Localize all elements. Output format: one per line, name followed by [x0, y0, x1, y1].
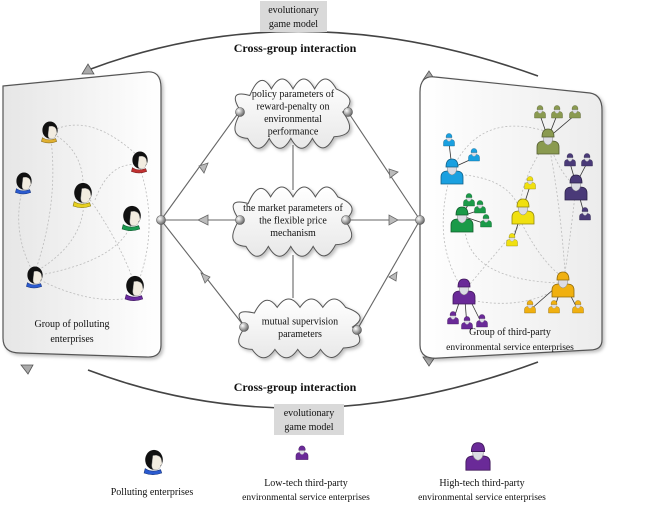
low-tech-enterprise-icon	[476, 314, 488, 328]
low-tech-enterprise-icon	[548, 300, 560, 314]
low-tech-enterprise-icon	[534, 105, 546, 119]
cluster-green	[450, 193, 492, 233]
cluster-orange	[524, 271, 584, 314]
low-tech-enterprise-icon	[506, 233, 518, 247]
legend-item-high-tech: High-tech third-party environmental serv…	[418, 442, 546, 503]
high-tech-enterprise-icon	[465, 442, 491, 471]
high-tech-enterprise-icon	[452, 278, 476, 305]
right-group-panel	[419, 76, 603, 359]
polluting-enterprise-icon	[124, 275, 144, 301]
node-policy-left	[235, 107, 245, 117]
node-market-right	[341, 215, 351, 225]
high-tech-enterprise-icon	[564, 174, 588, 201]
left-group-label-line1: Group of polluting	[35, 319, 110, 330]
connection-nodes	[156, 107, 425, 335]
polluting-enterprise-icon	[72, 182, 92, 208]
high-tech-enterprise-icon	[450, 206, 474, 233]
cluster-olive	[534, 105, 581, 155]
high-tech-legend-glyph	[465, 442, 491, 471]
cloud-market-line-1: the market parameters of	[243, 203, 343, 214]
cloud-policy-line-4: performance	[268, 126, 319, 137]
high-tech-enterprise-icon	[551, 271, 575, 298]
polluting-enterprise-icon	[41, 121, 58, 144]
cloud-market-line-2: the flexible price	[259, 216, 327, 227]
low-tech-enterprise-icon	[474, 200, 486, 214]
node-left-hub	[156, 215, 166, 225]
cloud-market-line-3: mechanism	[270, 228, 316, 239]
low-tech-enterprise-icon	[468, 148, 480, 162]
node-right-hub	[415, 215, 425, 225]
cluster-purple	[447, 278, 488, 330]
bottom-model-line2: game model	[284, 422, 333, 433]
top-model-line1: evolutionary	[268, 5, 319, 16]
low-tech-enterprise-icon	[572, 300, 584, 314]
legend-label-low-tech-line2: environmental service enterprises	[242, 493, 370, 503]
left-group-label-line2: enterprises	[50, 334, 93, 345]
low-tech-enterprise-icon	[443, 133, 455, 147]
low-tech-enterprise-icon	[461, 316, 473, 330]
polluting-enterprise-icon	[15, 172, 32, 195]
polluting-enterprise-icon	[26, 266, 43, 289]
node-policy-right	[343, 107, 353, 117]
connector-arrowheads	[197, 162, 399, 284]
low-tech-enterprise-icon	[463, 193, 475, 207]
low-tech-enterprise-icon	[564, 153, 576, 167]
low-tech-enterprise-icon	[581, 153, 593, 167]
polluting-enterprise-icon	[121, 205, 141, 231]
low-tech-enterprise-icon	[569, 105, 581, 119]
legend-item-low-tech: Low-tech third-party environmental servi…	[242, 445, 370, 503]
cluster-yellow	[506, 176, 536, 247]
bottom-model-box: evolutionary game model	[274, 404, 344, 435]
cloud-shape	[238, 298, 361, 359]
legend-label-high-tech-line1: High-tech third-party	[439, 478, 524, 489]
polluting-enterprise-icon	[143, 449, 163, 475]
legend-item-polluting: Polluting enterprises	[111, 449, 194, 498]
legend-label-high-tech-line2: environmental service enterprises	[418, 493, 546, 503]
top-model-line2: game model	[269, 19, 318, 30]
legend-label-polluting: Polluting enterprises	[111, 487, 194, 498]
high-tech-enterprise-icon	[440, 158, 464, 185]
bottom-interaction-label: Cross-group interaction	[234, 380, 357, 394]
legend: Polluting enterprises Low-tech third-par…	[111, 442, 546, 503]
legend-label-low-tech-line1: Low-tech third-party	[264, 478, 348, 489]
left-group-panel	[2, 71, 162, 358]
cluster-navy-purple	[564, 153, 593, 221]
low-tech-enterprise-icon	[447, 311, 459, 325]
node-supervision-left	[239, 322, 249, 332]
cloud-shape	[234, 78, 351, 149]
cloud-market: the market parameters of the flexible pri…	[232, 186, 353, 257]
arrow-head-top-left	[81, 63, 95, 75]
cluster-blue	[440, 133, 480, 185]
cloud-policy-line-1: policy parameters of	[252, 89, 335, 100]
low-tech-enterprise-icon	[480, 214, 492, 228]
cloud-supervision: mutual supervision parameters	[238, 298, 361, 359]
node-supervision-right	[352, 325, 362, 335]
right-group-label-line1: Group of third-party	[469, 327, 551, 338]
cloud-policy-line-2: reward-penalty on	[256, 101, 329, 112]
top-interaction-label: Cross-group interaction	[234, 41, 357, 55]
low-tech-enterprise-icon	[295, 445, 309, 460]
cloud-supervision-line-1: mutual supervision	[262, 316, 338, 327]
cloud-supervision-line-2: parameters	[278, 329, 322, 340]
polluting-enterprise-icon	[131, 151, 148, 174]
low-tech-enterprise-icon	[579, 207, 591, 221]
low-tech-legend-glyph	[295, 445, 309, 460]
high-tech-enterprise-icon	[511, 198, 535, 225]
bottom-model-line1: evolutionary	[284, 408, 335, 419]
cloud-shape	[232, 186, 353, 257]
right-group-label-line2: environmental service enterprises	[446, 343, 574, 353]
arrow-head-bottom-left	[20, 364, 34, 375]
right-people	[440, 105, 593, 330]
polluting-enterprise-legend-glyph	[143, 449, 163, 475]
node-market-left	[235, 215, 245, 225]
left-people	[15, 121, 148, 301]
low-tech-enterprise-icon	[551, 105, 563, 119]
high-tech-enterprise-icon	[536, 128, 560, 155]
top-model-box: evolutionary game model	[260, 1, 327, 32]
cloud-policy-line-3: environmental	[264, 114, 322, 125]
low-tech-enterprise-icon	[524, 300, 536, 314]
low-tech-enterprise-icon	[524, 176, 536, 190]
